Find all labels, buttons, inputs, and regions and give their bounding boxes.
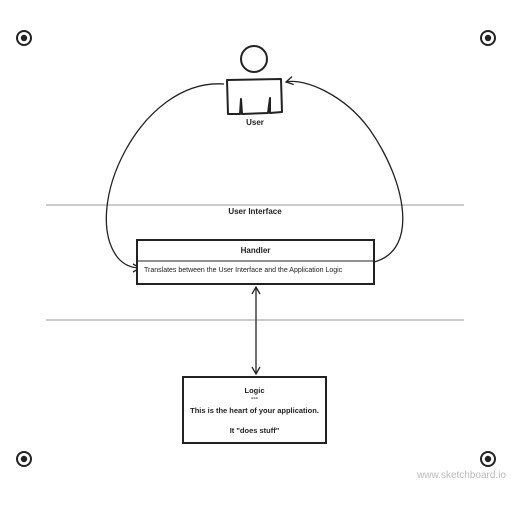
flow-arrow-user-to-handler[interactable] [105,83,225,273]
logic-line-1: This is the heart of your application. [190,406,319,415]
logic-title: Logic [244,386,265,395]
logic-separator: --- [251,395,258,402]
user-label: User [246,118,264,127]
handler-title: Handler [240,246,271,255]
ui-layer-label: User Interface [228,207,282,216]
handler-description: Translates between the User Interface an… [144,267,343,274]
flow-arrow-handler-to-user[interactable] [284,76,404,263]
user-figure-icon[interactable] [226,45,283,115]
corner-handle-bottom-left[interactable] [16,451,32,467]
logic-line-2: It "does stuff" [229,426,280,435]
corner-handle-bottom-right[interactable] [480,451,496,467]
handler-box[interactable] [136,239,375,285]
corner-handle-top-right[interactable] [480,30,496,46]
watermark-link[interactable]: www.sketchboard.io [417,470,506,481]
logic-box[interactable] [182,376,327,444]
corner-handle-top-left[interactable] [16,30,32,46]
